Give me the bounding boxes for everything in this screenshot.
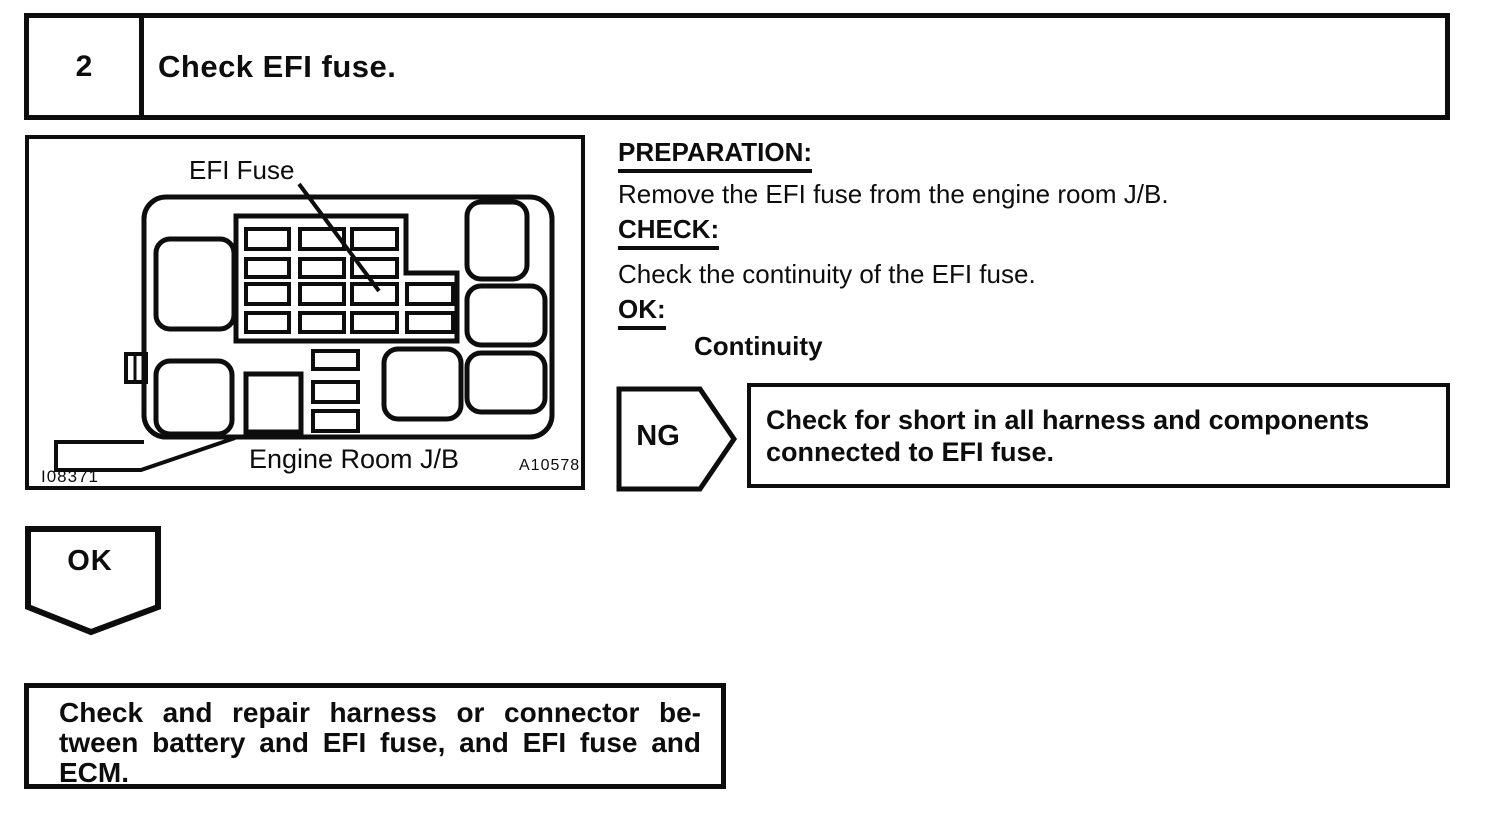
ok-label: OK [67,545,113,577]
ng-arrow-shape [616,386,738,492]
figure-code-left: I08371 [41,467,99,486]
ok-condition-value: Continuity [694,331,823,361]
efi-fuse-callout-label: EFI Fuse [189,155,295,185]
efi-fuse-leader-line [297,182,381,293]
check-text: Check the continuity of the EFI fuse. [618,259,1036,289]
fuse-slots [244,227,455,334]
engine-room-jb-figure: EFI Fuse Engine Room J/B I08371 A10578 [25,135,585,490]
junction-block-diagram [54,182,555,472]
jb-body-outline [141,194,555,440]
step-title: Check EFI fuse. [158,48,397,84]
preparation-text: Remove the EFI fuse from the engine room… [618,179,1169,209]
figure-code-right: A10578 [519,457,581,474]
relay-blocks [153,199,548,437]
ok-heading: OK: [618,294,666,330]
ok-action-line3: ECM. [59,757,129,788]
ok-action-line1: Check and repair harness or connector be… [59,697,701,728]
ng-action-line2: connected to EFI fuse. [766,436,1055,467]
small-connector-slots [311,349,360,433]
check-heading: CHECK: [618,214,720,250]
jb-mounting-bracket [54,436,236,472]
ok-action-line2: tween battery and EFI fuse, and EFI fuse… [59,727,701,758]
fuse-panel-outline [233,213,460,344]
ok-action-box: Check and repair harness or connector be… [24,683,726,789]
ng-action-line1: Check for short in all harness and compo… [766,404,1370,435]
step-header-bar: 2 Check EFI fuse. [24,13,1450,120]
step-number: 2 [29,18,144,115]
preparation-heading: PREPARATION: [618,137,813,173]
ng-action-box: Check for short in all harness and compo… [747,383,1450,488]
ok-arrow-shape [25,526,161,636]
figure-caption: Engine Room J/B [248,444,460,474]
ng-label: NG [636,419,680,452]
